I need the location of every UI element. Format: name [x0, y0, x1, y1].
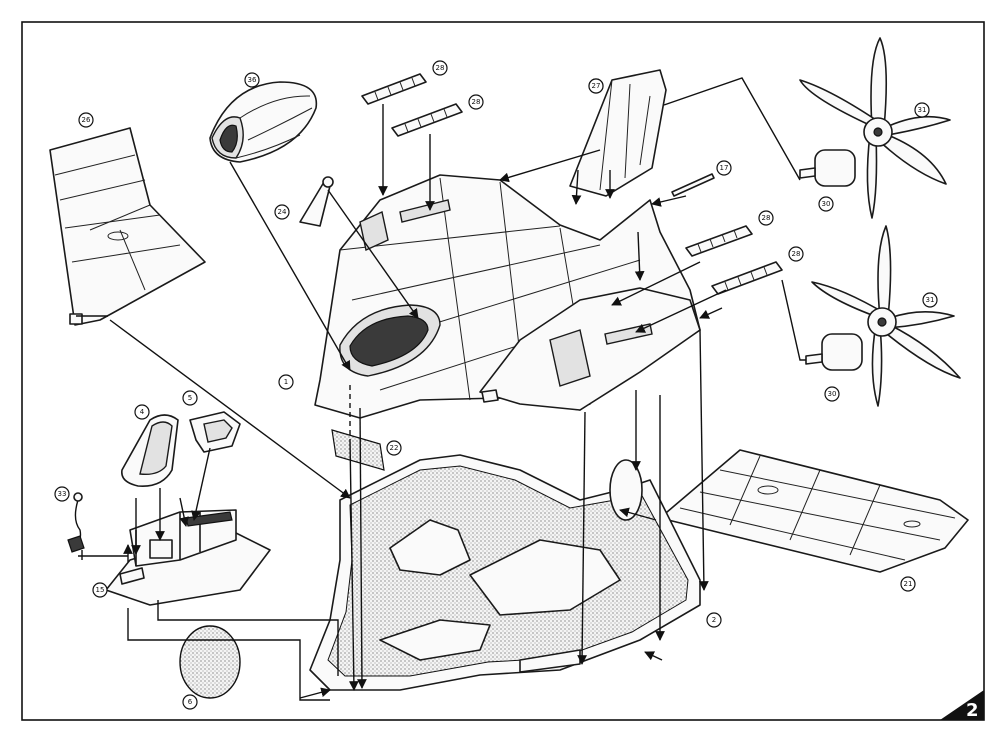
svg-text:2: 2 — [712, 616, 716, 624]
control-stick-part — [299, 176, 334, 227]
svg-text:33: 33 — [58, 490, 67, 498]
svg-text:6: 6 — [188, 698, 193, 706]
part-callout-24: 24 — [274, 204, 290, 220]
part-callout-36: 36 — [244, 72, 260, 88]
exhaust-strip-right-b — [711, 261, 783, 295]
part-callout-15: 15 — [92, 582, 108, 598]
pitot-part — [671, 173, 715, 197]
svg-text:1: 1 — [284, 378, 288, 386]
svg-text:17: 17 — [720, 164, 729, 172]
part-callout-17: 17 — [716, 160, 732, 176]
svg-text:21: 21 — [904, 580, 913, 588]
svg-text:30: 30 — [828, 390, 837, 398]
svg-text:26: 26 — [82, 116, 91, 124]
propeller-lower-part — [805, 225, 961, 407]
svg-text:28: 28 — [436, 64, 445, 72]
coaming-part — [331, 429, 385, 471]
part-callout-5: 5 — [182, 390, 198, 406]
page-border — [21, 21, 985, 721]
svg-text:22: 22 — [390, 444, 399, 452]
part-callout-22: 22 — [386, 440, 402, 456]
part-callout-31b: 31 — [922, 292, 938, 308]
part-callout-6: 6 — [182, 694, 198, 710]
svg-text:15: 15 — [96, 586, 105, 594]
part-callout-28a: 28 — [432, 60, 448, 76]
svg-text:27: 27 — [592, 82, 601, 90]
exhaust-strip-upper-b — [391, 103, 463, 137]
pilot-figure-part — [179, 625, 241, 699]
svg-text:31: 31 — [926, 296, 935, 304]
part-callout-27: 27 — [588, 78, 604, 94]
page-number-badge: 2 — [940, 690, 984, 721]
svg-text:28: 28 — [762, 214, 771, 222]
wing-part — [659, 449, 969, 573]
upper-fuselage-part — [314, 174, 701, 419]
control-column-part — [67, 492, 85, 553]
part-callout-1: 1 — [278, 374, 294, 390]
part-callout-28c: 28 — [758, 210, 774, 226]
part-callout-4: 4 — [134, 404, 150, 420]
canopy-part — [209, 81, 318, 163]
part-callout-28b: 28 — [468, 94, 484, 110]
rudder-part — [569, 69, 667, 197]
part-callout-21: 21 — [900, 576, 916, 592]
vertical-tail-part — [49, 127, 206, 326]
exhaust-strip-right-a — [685, 225, 753, 257]
seat-part — [121, 414, 179, 487]
part-callout-30b: 30 — [824, 386, 840, 402]
part-callout-28d: 28 — [788, 246, 804, 262]
lower-fuselage-part — [309, 454, 701, 691]
propeller-upper-part — [799, 37, 951, 219]
cockpit-tub-part — [105, 509, 271, 606]
svg-text:30: 30 — [822, 200, 831, 208]
part-callout-33: 33 — [54, 486, 70, 502]
svg-text:5: 5 — [188, 394, 192, 402]
exhaust-strip-upper-a — [361, 73, 427, 105]
part-callout-26: 26 — [78, 112, 94, 128]
assembly-leader-lines — [76, 77, 806, 701]
part-callout-31a: 31 — [914, 102, 930, 118]
headrest-part — [189, 411, 241, 453]
svg-text:31: 31 — [918, 106, 927, 114]
part-callout-30a: 30 — [818, 196, 834, 212]
svg-text:24: 24 — [278, 208, 287, 216]
svg-text:28: 28 — [792, 250, 801, 258]
svg-text:2: 2 — [966, 700, 979, 721]
svg-text:36: 36 — [248, 76, 257, 84]
part-callout-2: 2 — [706, 612, 722, 628]
svg-text:4: 4 — [140, 408, 145, 416]
svg-text:28: 28 — [472, 98, 481, 106]
